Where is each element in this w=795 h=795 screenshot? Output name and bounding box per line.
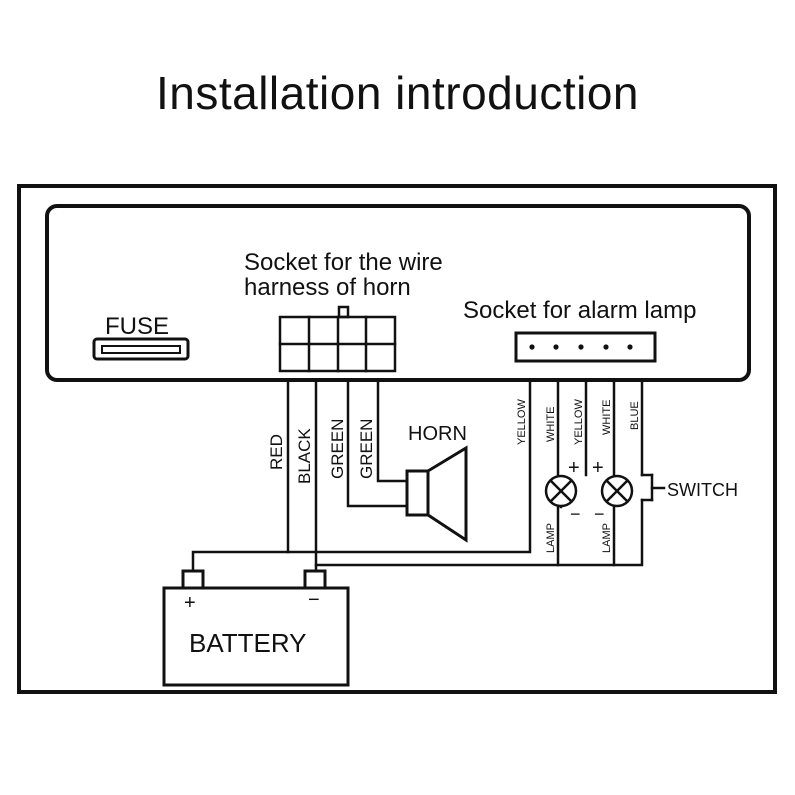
fuse-label: FUSE [105,313,169,340]
alarm-lamp-socket [514,331,657,363]
horn-label: HORN [408,423,467,445]
battery-minus: − [308,589,320,611]
wire-label-white-1: WHITE [545,407,557,442]
lamp-2 [600,474,634,508]
wire-bundle-left [286,378,532,554]
wire-label-blue: BLUE [629,401,641,430]
wire-label-red: RED [267,434,286,470]
fuse [92,337,190,361]
lamp2-minus: − [594,504,605,524]
control-box [45,204,751,382]
alarm-socket-label: Socket for alarm lamp [463,297,696,324]
horn-speaker [405,445,468,543]
wire-label-green-2: GREEN [357,419,376,479]
wire-green-2 [376,378,409,483]
lamp2-wire-label: LAMP [601,523,613,553]
battery-plus: + [184,592,196,614]
lamp1-minus: − [570,504,581,524]
lamp1-wire-label: LAMP [545,523,557,553]
wire-label-black: BLACK [295,428,314,484]
horn-socket-label-line2: harness of horn [244,274,411,301]
wire-switch-bottom [314,498,644,567]
wire-red [191,378,290,573]
wire-green-1 [346,378,409,508]
wire-label-yellow-2: YELLOW [573,399,585,445]
alarm-socket-pins [529,344,633,350]
lamp1-plus: + [568,457,580,479]
horn-socket-label-line1: Socket for the wire [244,249,443,276]
outer-frame [17,184,777,694]
wire-labels: RED BLACK GREEN GREEN YELLOW WHITE YELLO… [267,399,641,553]
page-title: Installation introduction [155,67,639,119]
lamp2-plus: + [592,457,604,479]
wire-label-white-2: WHITE [601,400,613,435]
wires [191,378,666,573]
horn-socket [278,305,397,373]
wire-label-yellow-1: YELLOW [516,399,528,445]
switch-label: SWITCH [667,480,738,500]
lamp-1 [544,474,578,508]
wire-label-green-1: GREEN [328,419,347,479]
battery-label: BATTERY [189,628,307,658]
